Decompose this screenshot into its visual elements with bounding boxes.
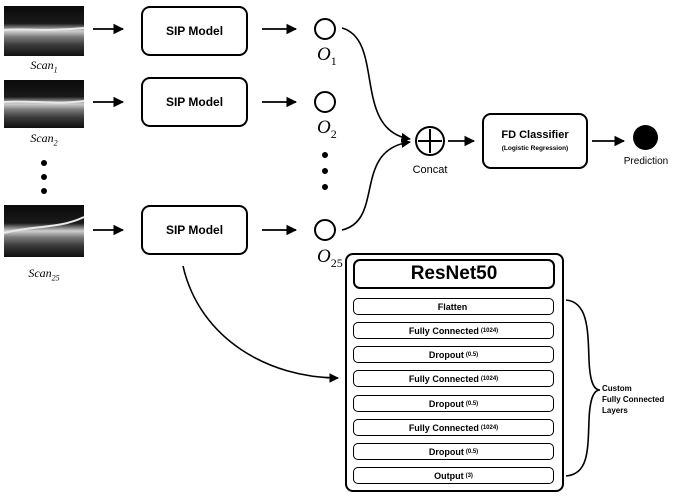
scan-ellipsis-dot <box>41 174 47 180</box>
sip-model-box-2: SIP Model <box>141 77 248 127</box>
scan-1-image <box>4 6 84 56</box>
custom-label-line: Fully Connected <box>602 395 665 404</box>
layer-dropout-2: Dropout(0.5) <box>353 395 554 412</box>
resnet-title: ResNet50 <box>353 259 555 289</box>
layer-flatten: Flatten <box>353 298 554 315</box>
concat-icon <box>415 126 445 156</box>
fd-classifier-box: FD Classifier (Logistic Regression) <box>482 113 588 169</box>
output-ellipsis-dot <box>322 152 328 158</box>
scan-2-label: Scan2 <box>30 131 58 148</box>
curve-o25-concat <box>341 138 411 231</box>
output-label-2: O2 <box>317 117 337 141</box>
output-node-1 <box>314 18 336 40</box>
output-label-25: O25 <box>317 246 343 270</box>
output-ellipsis-dot <box>322 184 328 190</box>
fd-classifier-title: FD Classifier <box>501 129 569 141</box>
output-node-2 <box>314 91 336 113</box>
scan-25-label: Scan25 <box>28 266 60 283</box>
prediction-node <box>633 125 658 150</box>
scan-1-label: Scan1 <box>30 58 58 75</box>
scan-2-image <box>4 80 84 128</box>
output-ellipsis-dot <box>322 168 328 174</box>
layer-fc-2: Fully Connected(1024) <box>353 370 554 387</box>
layer-fc-3: Fully Connected(1024) <box>353 419 554 436</box>
output-label-1: O1 <box>317 44 337 68</box>
prediction-label: Prediction <box>623 156 669 167</box>
custom-label-line: Layers <box>602 406 628 415</box>
scan-ellipsis-dot <box>41 160 47 166</box>
fd-classifier-subtitle: (Logistic Regression) <box>501 145 569 152</box>
layer-fc-1: Fully Connected(1024) <box>353 322 554 339</box>
scan-ellipsis-dot <box>41 188 47 194</box>
concat-label: Concat <box>412 164 448 176</box>
sip-model-box-1: SIP Model <box>141 6 248 56</box>
custom-layers-brace <box>565 299 601 477</box>
layer-dropout-1: Dropout(0.5) <box>353 346 554 363</box>
layer-output: Output(3) <box>353 467 554 484</box>
scan-25-image <box>4 205 84 257</box>
sip-model-box-25: SIP Model <box>141 205 248 255</box>
layer-dropout-3: Dropout(0.5) <box>353 443 554 460</box>
output-node-25 <box>314 219 336 241</box>
custom-label-line: Custom <box>602 384 632 393</box>
curve-o1-concat <box>341 27 411 143</box>
curve-model-resnet <box>182 265 339 383</box>
custom-layers-label: Custom Fully Connected Layers <box>602 383 685 416</box>
